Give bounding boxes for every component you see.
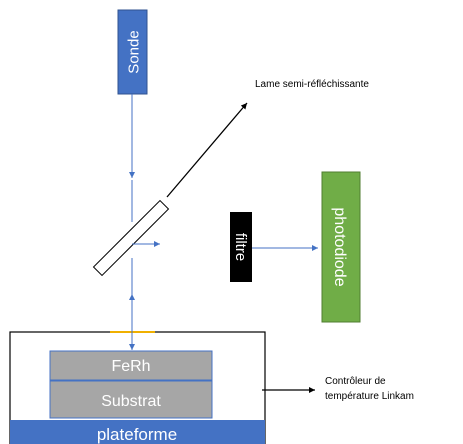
filter-label: filtre [232,233,249,261]
photodiode-box [321,171,361,323]
probe-label: Sonde [126,30,143,73]
photodiode-label: photodiode [331,207,348,286]
beam-splitter-pointer [166,102,248,198]
probe-box [117,9,148,95]
beam-splitter [92,199,170,277]
filter-box [230,212,252,282]
ferh-layer [49,350,213,381]
controller-label-line2: température Linkam [325,391,414,402]
substrate-layer [49,380,213,419]
platform-label: plateforme [97,425,177,444]
platform [10,420,265,444]
beam-splitter-label: Lame semi-réfléchissante [255,79,369,90]
controller-label-line1: Contrôleur de [325,376,386,387]
substrate-label: Substrat [101,393,161,410]
ferh-label: FeRh [111,358,150,375]
